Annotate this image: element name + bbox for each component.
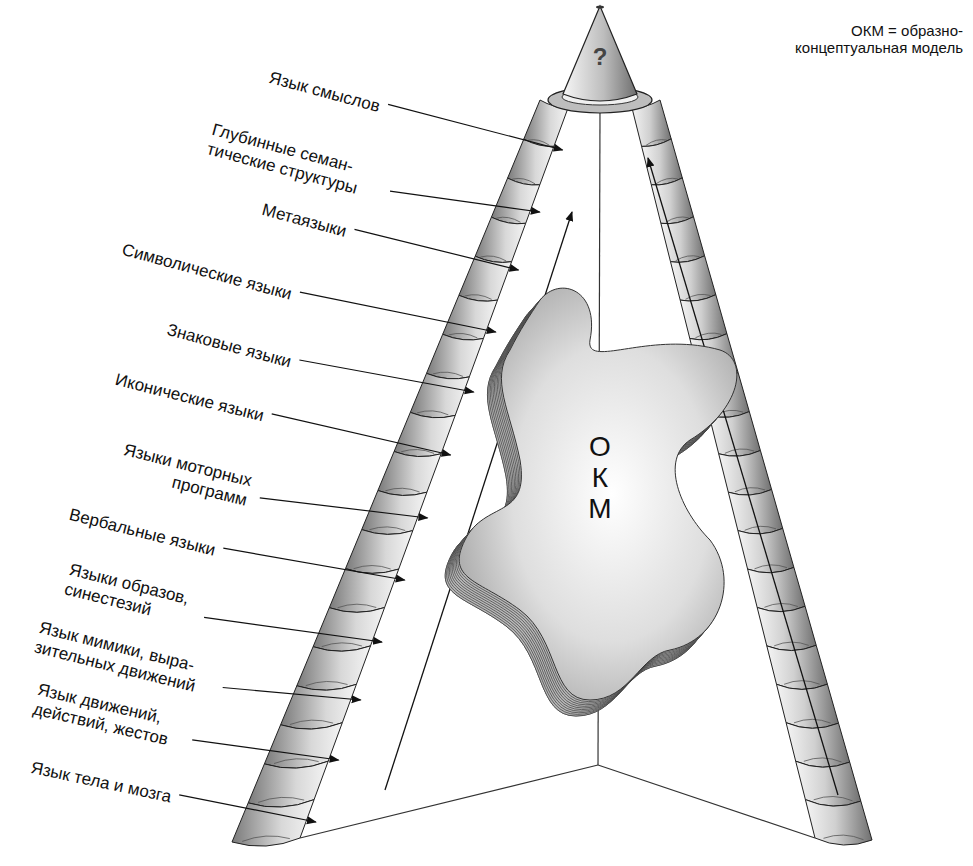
- leader-arrow: [204, 617, 382, 642]
- band-shade: [735, 488, 765, 492]
- band-shade: [369, 527, 405, 531]
- level-label: Язык движений, действий, жестов: [31, 680, 186, 752]
- band-step: [671, 256, 716, 301]
- band-step: [313, 608, 385, 652]
- band-step: [642, 139, 683, 185]
- leader-arrow: [355, 229, 519, 270]
- band-shade: [814, 796, 853, 800]
- band-step: [443, 295, 498, 340]
- band-step: [728, 490, 782, 534]
- level-label: Иконические языки: [113, 370, 265, 426]
- leader-arrow: [179, 795, 316, 822]
- leader-arrow: [299, 360, 473, 392]
- band-step: [767, 645, 828, 689]
- band-shade: [338, 604, 377, 608]
- band-step: [805, 800, 872, 845]
- leader-arrow: [388, 104, 562, 150]
- level-label: Язык тела и мозга: [29, 758, 173, 807]
- band-shade: [804, 758, 842, 762]
- band-step: [378, 452, 441, 496]
- band-shade: [242, 836, 290, 841]
- blob-shape: [459, 288, 737, 700]
- band-shade: [433, 372, 463, 376]
- pyramid-edge: [300, 765, 598, 838]
- ascent-arrow: [648, 158, 838, 795]
- legend-note: ОКМ = образно-концептуальная модель: [763, 22, 963, 57]
- band-shade: [784, 681, 820, 685]
- level-label: Вербальные языки: [67, 505, 217, 560]
- band-step: [362, 491, 427, 535]
- band-shade: [322, 643, 362, 647]
- band-step: [475, 217, 526, 262]
- band-step: [248, 761, 328, 807]
- spiral-bands: [232, 100, 872, 846]
- band-shade: [354, 566, 391, 569]
- band-shade: [725, 449, 754, 453]
- level-label: Глубинные семан- тические структуры: [205, 120, 384, 203]
- cone-tip: [596, 5, 604, 8]
- band-shade: [290, 720, 333, 724]
- band-step: [232, 800, 314, 847]
- leader-arrow: [272, 414, 451, 455]
- pyramid-edge: [598, 765, 815, 838]
- band-step: [680, 295, 727, 340]
- band-step: [346, 530, 413, 574]
- pyramid-interior: [300, 112, 815, 838]
- band-shade: [449, 333, 478, 338]
- okm-shape: О К М: [430, 270, 760, 730]
- leader-arrow: [390, 191, 540, 212]
- band-shade: [745, 526, 776, 530]
- band-step: [757, 606, 816, 650]
- band-shade: [774, 642, 809, 646]
- band-step: [264, 723, 342, 769]
- level-label: Языки моторных программ: [109, 438, 254, 510]
- band-step: [719, 451, 772, 496]
- band-shade: [306, 681, 348, 685]
- band-step: [738, 528, 794, 572]
- leader-arrow: [223, 688, 361, 701]
- band-step: [491, 178, 539, 224]
- band-step: [297, 646, 371, 690]
- band-step: [410, 373, 469, 417]
- level-label: Символические языки: [120, 240, 294, 304]
- apex-cone: ?: [555, 2, 645, 112]
- band-step: [427, 334, 484, 379]
- leader-arrow: [192, 740, 338, 760]
- level-label: Языки образов, синестезий: [63, 560, 199, 629]
- level-label: Метаязыки: [260, 200, 349, 241]
- band-step: [281, 684, 357, 729]
- band-shade: [794, 719, 831, 723]
- band-shade: [417, 411, 448, 415]
- node-text: О К М: [581, 432, 619, 524]
- band-step: [394, 412, 455, 456]
- band-step: [459, 256, 512, 301]
- leader-arrow: [300, 292, 496, 332]
- band-shade: [385, 488, 419, 492]
- band-step: [329, 569, 398, 613]
- band-shade: [824, 835, 864, 840]
- node-text: ?: [555, 44, 645, 70]
- level-label: Знаковые языки: [165, 320, 293, 372]
- leader-arrow: [260, 498, 428, 518]
- band-step: [651, 178, 693, 224]
- band-shade: [274, 759, 319, 764]
- level-label: Язык смыслов: [267, 68, 382, 116]
- band-shade: [258, 797, 304, 802]
- leader-arrow: [223, 548, 404, 580]
